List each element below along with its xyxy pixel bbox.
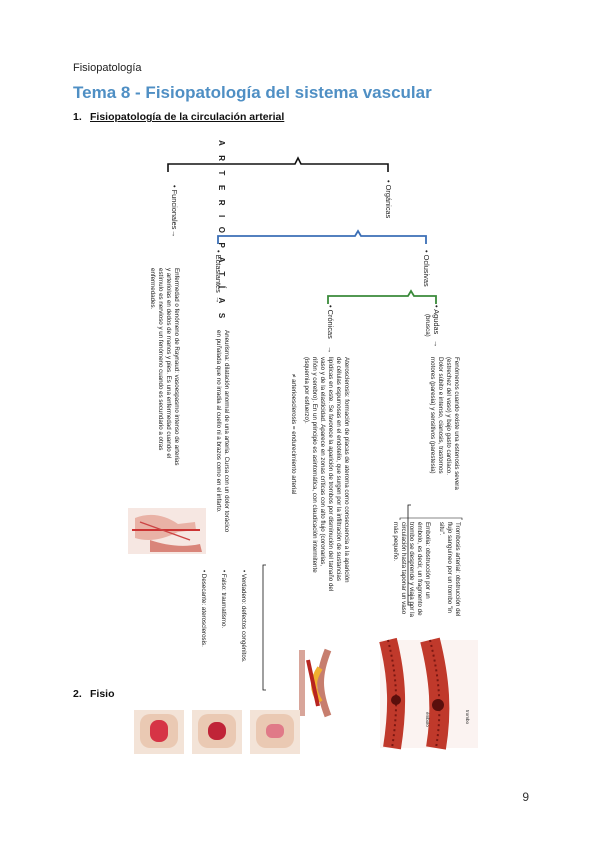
document-header: Fisiopatología bbox=[73, 62, 142, 74]
agudas-label: • Agudas bbox=[432, 305, 441, 335]
figure-label-trombo: trombo bbox=[465, 710, 470, 725]
cronicas-label: • Crónicas bbox=[326, 305, 335, 339]
root-brace bbox=[167, 156, 389, 172]
oclusivas-label: • Oclusivas bbox=[422, 250, 431, 287]
page-number: 9 bbox=[522, 790, 529, 804]
raynaud-illustration bbox=[128, 508, 206, 554]
text-line: de células espumosas en el endotelio, qu… bbox=[335, 357, 342, 581]
section-label: Fisiopatología de la circulación arteria… bbox=[90, 111, 285, 123]
vessel-wall-illustrations bbox=[134, 710, 300, 754]
agudas-bracket bbox=[407, 504, 411, 606]
text-line: y arteriolas en dedos de manos y pies. E… bbox=[165, 268, 172, 459]
text-line: más pequeño. bbox=[392, 522, 399, 562]
funcionales-label: • Funcionales bbox=[170, 185, 179, 230]
section-heading-2: 2. Fisio bbox=[73, 688, 115, 700]
text-line: vaso y de la elasticidad. Aparece en zon… bbox=[319, 357, 326, 567]
text-line: (estrechez del vaso) y bajo gasto cardía… bbox=[445, 357, 452, 475]
aneurisma-type-1: • Verdadero: defectos congénitos. bbox=[240, 570, 247, 663]
text-line: Trombosis arterial: obstrucción del bbox=[454, 522, 461, 617]
thrombosis-illustration bbox=[379, 637, 478, 750]
section-heading-1: 1. Fisiopatología de la circulación arter… bbox=[73, 111, 284, 123]
page-title: Tema 8 - Fisiopatología del sistema vasc… bbox=[73, 83, 432, 102]
agudas-description: Fenómenos cuando existe una estenosis se… bbox=[428, 357, 460, 490]
atherosclerosis-illustration bbox=[296, 648, 334, 718]
ateroesclerosis-note: ≠ arterioesclerosis = endurecimiento art… bbox=[290, 374, 297, 495]
ectasiantes-arrow: → bbox=[214, 296, 223, 304]
raynaud-text: Enfermedad o fenómeno de Raynaud: vasoes… bbox=[148, 268, 180, 465]
section-label: Fisio bbox=[90, 688, 115, 700]
aneurisma-bracket bbox=[262, 564, 266, 691]
text-line: en puñalada que no irradia al cuello ni … bbox=[215, 330, 222, 513]
trombosis-text: Trombosis arterial: obstrucción del fluj… bbox=[437, 522, 461, 616]
agudas-arrow: → bbox=[432, 340, 441, 348]
agudas-sub: (brusca) bbox=[424, 314, 431, 337]
text-line: lipídicas en este. Se favorece la aparic… bbox=[327, 357, 334, 592]
text-line: enfermedades. bbox=[149, 268, 156, 310]
text-line: motores (paresia) y sensitivos (parestes… bbox=[429, 357, 436, 474]
text-line: estímulo es nervioso y un fenómeno cuand… bbox=[157, 268, 164, 451]
aneurisma-type-2: • Falso: traumatismo. bbox=[220, 570, 227, 629]
funcionales-arrow: → bbox=[170, 230, 179, 238]
text-line: Dolor súbito e intenso, cianosis, trasto… bbox=[437, 357, 444, 474]
aneurisma-text: Aneurisma: dilatación anormal de una art… bbox=[214, 330, 230, 532]
oclusivas-brace bbox=[327, 289, 437, 304]
text-line: circulación hasta taponar un vaso bbox=[400, 522, 407, 615]
agudas-desc-bracket bbox=[399, 517, 463, 520]
text-line: émbolo, es decir, un fragmento de bbox=[416, 522, 423, 616]
organicas-brace bbox=[217, 229, 427, 244]
text-line: flujo sanguíneo por un trombo "in bbox=[446, 522, 453, 613]
aneurisma-type-3: • Desecante: aterosclerosis. bbox=[200, 570, 207, 647]
text-line: Fenómenos cuando existe una estenosis se… bbox=[453, 357, 460, 490]
ectasiantes-label: • Ectasiantes bbox=[214, 250, 223, 293]
figure-label-embolo: émbolo bbox=[425, 712, 430, 727]
text-line: Enfermedad o fenómeno de Raynaud: vasoes… bbox=[173, 268, 180, 466]
cronicas-arrow: → bbox=[326, 346, 335, 354]
text-line: Aterosclerosis: formación de placas de a… bbox=[343, 357, 350, 583]
aterosclerosis-text: Aterosclerosis: formación de placas de a… bbox=[302, 357, 350, 591]
text-line: situ". bbox=[438, 522, 445, 536]
text-line: Embolia: obstrucción por un bbox=[424, 522, 431, 599]
embolia-text: Embolia: obstrucción por un émbolo, es d… bbox=[391, 522, 431, 617]
organicas-label: • Orgánicas bbox=[384, 180, 393, 219]
text-line: trombo se desprende y viaja por la bbox=[408, 522, 415, 617]
section-number: 2. bbox=[73, 688, 82, 700]
text-line: riñón y cerebro). En un principio es asi… bbox=[311, 357, 318, 573]
text-line: Aneurisma: dilatación anormal de una art… bbox=[223, 330, 230, 533]
section-number: 1. bbox=[73, 111, 82, 123]
text-line: (isquemia por esfuerzo). bbox=[303, 357, 310, 424]
